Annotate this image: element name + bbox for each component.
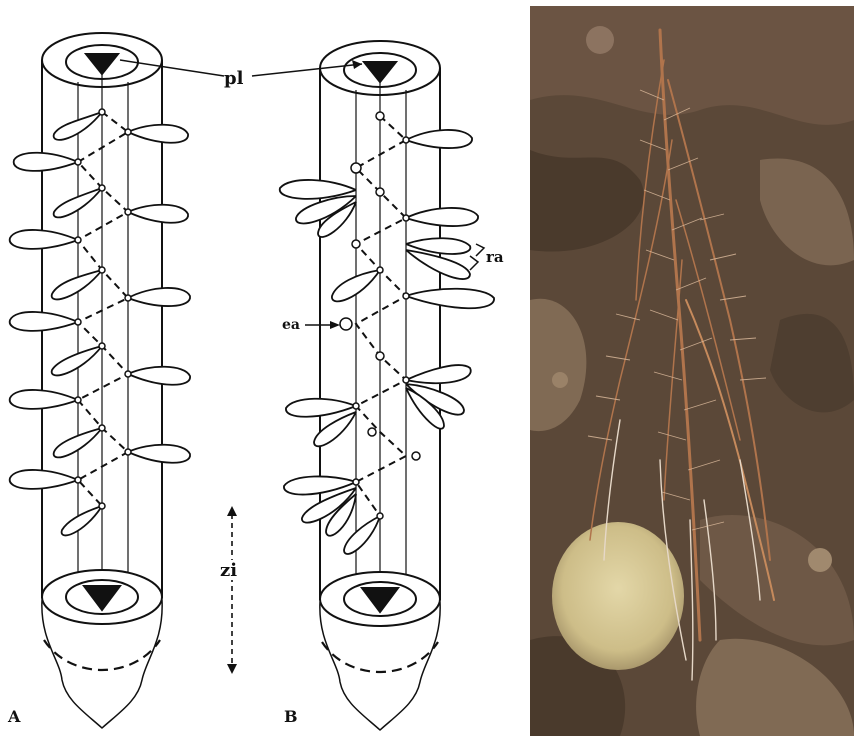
annotation-zi: zi <box>218 506 246 674</box>
ea-primordium <box>340 318 352 330</box>
root-a-lateral-lobes <box>10 112 190 535</box>
label-ra: ra <box>486 248 504 266</box>
root-b-primordia-path <box>356 116 406 516</box>
label-zi: zi <box>220 560 237 581</box>
label-ea: ea <box>282 317 300 333</box>
ea-arrowhead <box>330 321 340 329</box>
annotation-ea: ea <box>282 317 340 333</box>
panel-label-b: B <box>284 707 298 726</box>
root-b-lateral-lobes <box>280 130 494 554</box>
annotation-ra: ra <box>470 244 504 270</box>
stone <box>552 522 684 670</box>
root-a-primordia-path <box>78 112 128 506</box>
panel-label-a: A <box>7 707 21 726</box>
root-photograph <box>530 6 854 736</box>
label-pl: pl <box>224 68 244 89</box>
